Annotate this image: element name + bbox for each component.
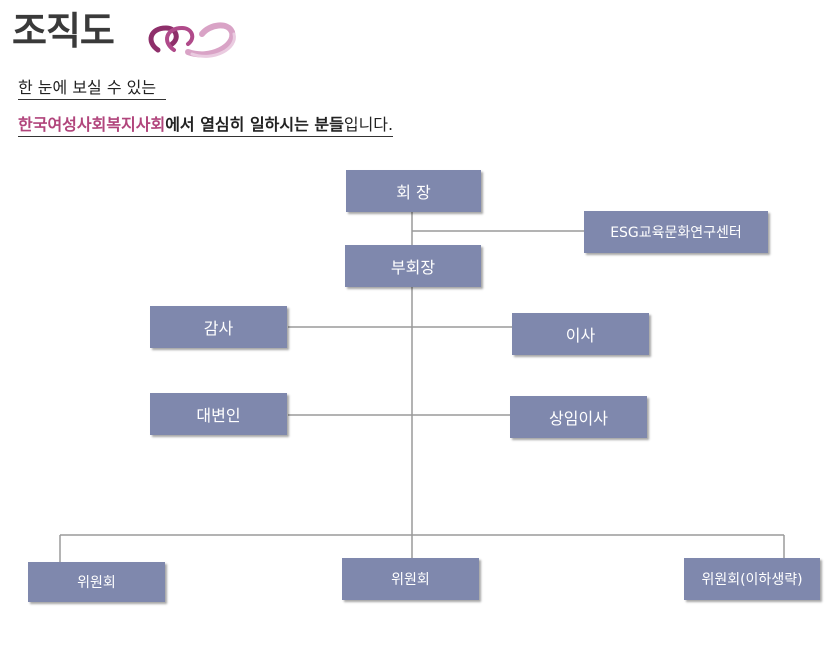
- esg-center-box: ESG교육문화연구센터: [584, 211, 768, 253]
- committee-left-box: 위원회: [28, 562, 165, 602]
- standing-director-box: 상임이사: [510, 396, 647, 438]
- president-box: 회 장: [346, 170, 481, 212]
- committee-center-box: 위원회: [342, 558, 479, 600]
- vice-president-box: 부회장: [345, 245, 481, 287]
- intro-middle-text: 에서 열심히 일하시는 분들: [165, 115, 344, 134]
- intro-line-2: 한국여성사회복지사회에서 열심히 일하시는 분들입니다.: [18, 115, 394, 137]
- director-box: 이사: [512, 313, 649, 355]
- auditor-box: 감사: [150, 306, 287, 348]
- page-title: 조직도: [12, 9, 115, 53]
- spokesperson-box: 대변인: [150, 393, 287, 435]
- intro-end-text: 입니다.: [343, 115, 394, 134]
- intro-org-name: 한국여성사회복지사회: [18, 115, 166, 134]
- logo-swirl-icon: [148, 22, 236, 58]
- committee-right-box: 위원회(이하생략): [684, 558, 820, 600]
- intro-line-1: 한 눈에 보실 수 있는: [18, 78, 167, 100]
